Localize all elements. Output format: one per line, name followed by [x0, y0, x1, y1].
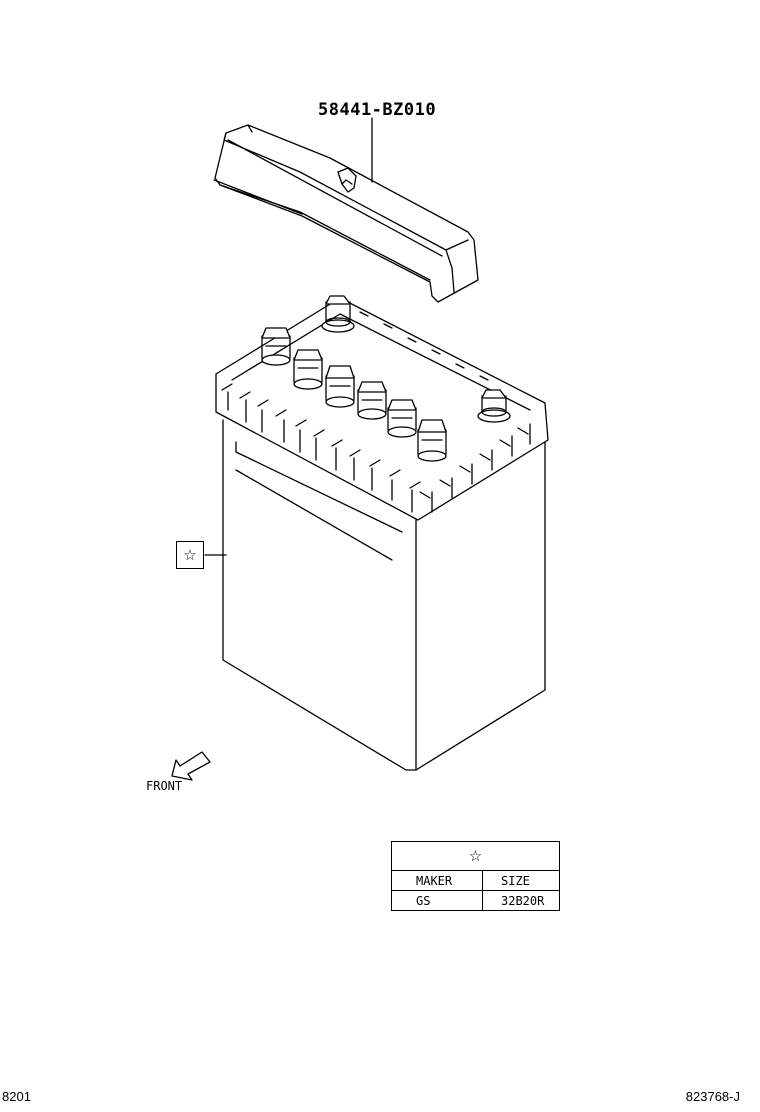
spec-table-header-row: ☆	[391, 841, 560, 871]
front-arrow-icon	[171, 751, 211, 781]
column-header-maker: MAKER	[391, 870, 483, 891]
part-number-label: 58441-BZ010	[318, 100, 437, 120]
star-callout-box: ☆	[176, 541, 204, 569]
cell-size: 32B20R	[482, 890, 560, 911]
spec-table: ☆ MAKER SIZE GS 32B20R	[391, 841, 560, 911]
battery-cover	[213, 124, 479, 303]
battery-body	[215, 297, 549, 771]
cell-maker: GS	[391, 890, 483, 911]
star-icon: ☆	[183, 546, 197, 564]
battery-caps	[261, 295, 511, 462]
footer-left-code: 8201	[2, 1089, 31, 1104]
spec-table-star-header: ☆	[391, 841, 560, 871]
spec-table-column-row: MAKER SIZE	[391, 870, 560, 891]
footer-right-code: 823768-J	[685, 1089, 740, 1104]
column-header-size: SIZE	[482, 870, 560, 891]
front-direction-label: FRONT	[146, 779, 183, 793]
table-row: GS 32B20R	[391, 890, 560, 911]
